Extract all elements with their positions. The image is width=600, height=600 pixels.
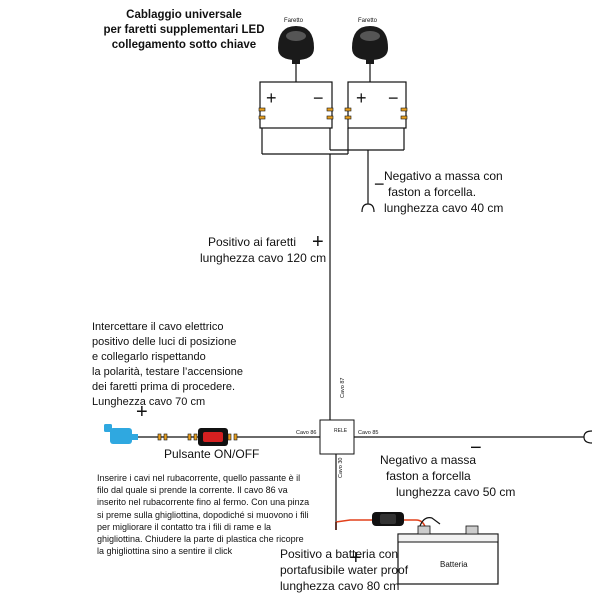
intercept-text: Intercettare il cavo elettrico positivo … (92, 320, 243, 410)
intercept-line-6: Lunghezza cavo 70 cm (92, 396, 206, 408)
lamp-1-icon (278, 26, 314, 64)
switch-icon (198, 428, 228, 446)
instructions-text: Inserire i cavi nel rubacorrente, quello… (97, 473, 310, 557)
ground-right-line-2: faston a forcella (386, 469, 471, 483)
battery-positive-text: Positivo a batteria con portafusibile wa… (280, 546, 408, 594)
intercept-line-2: positivo delle luci di posizione (92, 336, 237, 348)
lamp-2-plus: + (356, 88, 367, 108)
positive-lamps-line-2: lunghezza cavo 120 cm (200, 251, 327, 265)
positive-lamps-line-1: Positivo ai faretti (208, 235, 297, 249)
ground-top-minus: − (374, 174, 385, 194)
relay-cavo-85: Cavo 85 (358, 430, 379, 436)
lamp-connectors (258, 107, 408, 120)
ground-top-line-3: lunghezza cavo 40 cm (384, 201, 504, 215)
relay-cavo-87: Cavo 87 (340, 377, 346, 399)
lamp-1-minus: − (313, 88, 324, 108)
battery-plus: + (350, 547, 362, 569)
tap-plus: + (136, 401, 148, 423)
title-line-1: Cablaggio universale (126, 9, 242, 21)
fork-terminal-right-icon (580, 430, 593, 444)
battery-positive-line-1: Positivo a batteria con (280, 547, 399, 561)
intercept-line-3: e collegarlo rispettando (92, 351, 206, 363)
relay-name: RELE (334, 428, 348, 434)
ground-right-text: Negativo a massa faston a forcella lungh… (378, 452, 515, 500)
lamp-1-plus: + (266, 88, 277, 108)
intercept-line-1: Intercettare il cavo elettrico (92, 321, 224, 333)
ground-top-text: Negativo a massa con faston a forcella. … (384, 168, 503, 216)
positive-lamps-plus: + (312, 231, 324, 253)
diagram-title: Cablaggio universale per faretti supplem… (96, 8, 272, 53)
lamp-2-icon (352, 26, 388, 64)
battery-label: Batteria (440, 560, 468, 569)
battery-positive-line-3: lunghezza cavo 80 cm (280, 579, 400, 593)
ground-top-line-1: Negativo a massa con (384, 169, 503, 183)
title-line-3: collegamento sotto chiave (111, 39, 257, 51)
ground-top-line-2: faston a forcella. (388, 185, 477, 199)
battery-icon (397, 517, 499, 585)
ground-right-line-1: Negativo a massa (380, 453, 477, 467)
battery-positive-line-2: portafusibile water proof (280, 563, 409, 577)
lamp-2-label: Faretto (358, 18, 378, 24)
fuse-holder-icon (372, 512, 404, 526)
lamp-2-minus: − (388, 88, 399, 108)
positive-lamps-text: Positivo ai faretti lunghezza cavo 120 c… (200, 234, 326, 266)
ground-right-line-3: lunghezza cavo 50 cm (396, 485, 516, 499)
lamp-1-label: Faretto (284, 18, 304, 24)
relay-box (319, 419, 355, 455)
fork-terminal-top-icon (361, 200, 375, 213)
switch-label: Pulsante ON/OFF (164, 447, 260, 461)
relay-cavo-30: Cavo 30 (338, 457, 344, 479)
lamp-wiring-boxes (259, 64, 407, 420)
line-connectors (157, 433, 238, 441)
intercept-line-4: la polarità, testare l’accensione (92, 366, 244, 378)
title-line-2: per faretti supplementari LED (103, 24, 265, 36)
rubacorrente-icon (104, 424, 138, 444)
relay-cavo-86: Cavo 86 (296, 430, 317, 436)
intercept-line-5: dei faretti prima di procedere. (92, 381, 236, 393)
ground-right-minus: − (470, 437, 482, 459)
